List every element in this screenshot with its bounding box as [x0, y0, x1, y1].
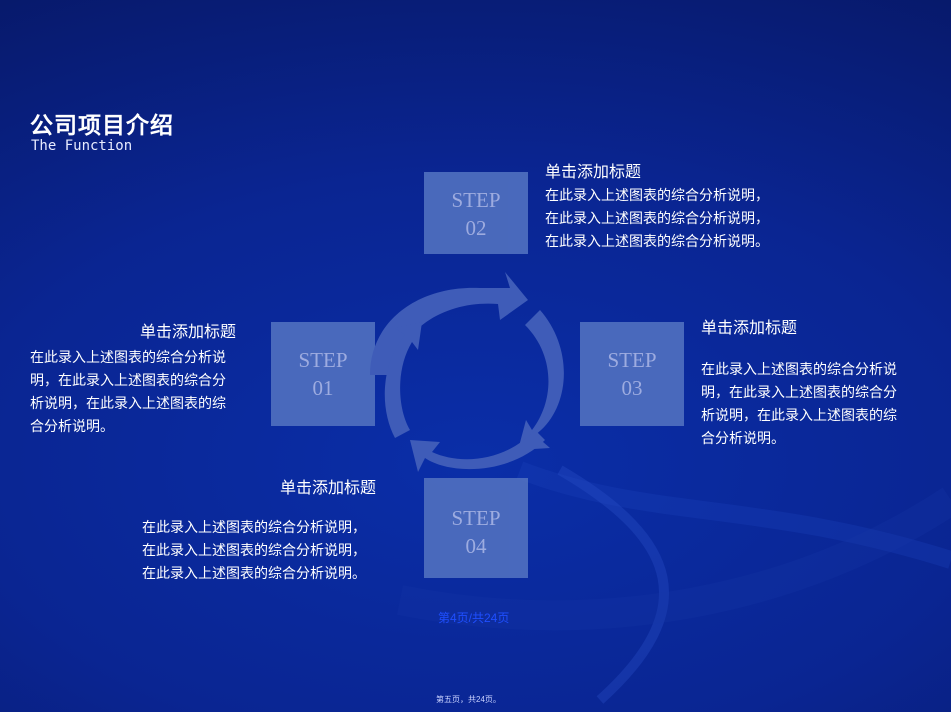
step-box-02: STEP 02 [424, 172, 528, 254]
block-line: 在此录入上述图表的综合分析说明， [545, 188, 769, 204]
block-line: 在此录入上述图表的综合分析说 [701, 362, 897, 378]
block-line: 合分析说明。 [30, 419, 114, 435]
step-label: STEP [451, 188, 501, 212]
text-block-bottom: 单击添加标题 在此录入上述图表的综合分析说明， 在此录入上述图表的综合分析说明，… [142, 476, 402, 586]
page-subtitle: The Function [31, 138, 133, 154]
block-heading[interactable]: 单击添加标题 [280, 478, 377, 497]
text-block-right: 单击添加标题 在此录入上述图表的综合分析说 明，在此录入上述图表的综合分 析说明… [701, 316, 926, 451]
page-title: 公司项目介绍 [30, 113, 174, 139]
step-box-04: STEP 04 [424, 478, 528, 578]
block-heading[interactable]: 单击添加标题 [701, 318, 798, 337]
step-label: STEP [607, 348, 657, 372]
step-number: 03 [621, 376, 643, 400]
cycle-arrows-icon [370, 272, 564, 472]
block-line: 在此录入上述图表的综合分析说明。 [142, 566, 366, 582]
block-line: 在此录入上述图表的综合分析说明， [545, 211, 769, 227]
step-number: 04 [465, 534, 487, 558]
block-line: 析说明，在此录入上述图表的综 [30, 396, 226, 412]
page-indicator: 第4页/共24页 [438, 611, 510, 625]
block-line: 在此录入上述图表的综合分析说明， [142, 543, 366, 559]
footer-text: 第五页，共24页。 [436, 695, 501, 704]
step-box-03: STEP 03 [580, 322, 684, 426]
block-line: 明，在此录入上述图表的综合分 [30, 373, 226, 389]
block-heading[interactable]: 单击添加标题 [140, 322, 237, 341]
step-label: STEP [451, 506, 501, 530]
step-label: STEP [298, 348, 348, 372]
text-block-top: 单击添加标题 在此录入上述图表的综合分析说明， 在此录入上述图表的综合分析说明，… [545, 160, 805, 254]
block-heading[interactable]: 单击添加标题 [545, 162, 642, 181]
block-line: 明，在此录入上述图表的综合分 [701, 385, 897, 401]
step-number: 02 [465, 216, 487, 240]
step-number: 01 [312, 376, 334, 400]
block-line: 析说明，在此录入上述图表的综 [701, 408, 897, 424]
text-block-left: 单击添加标题 在此录入上述图表的综合分析说 明，在此录入上述图表的综合分 析说明… [30, 320, 255, 439]
block-line: 在此录入上述图表的综合分析说明。 [545, 234, 769, 250]
block-line: 合分析说明。 [701, 431, 785, 447]
step-box-01: STEP 01 [271, 322, 375, 426]
block-line: 在此录入上述图表的综合分析说明， [142, 520, 366, 536]
block-line: 在此录入上述图表的综合分析说 [30, 350, 226, 366]
